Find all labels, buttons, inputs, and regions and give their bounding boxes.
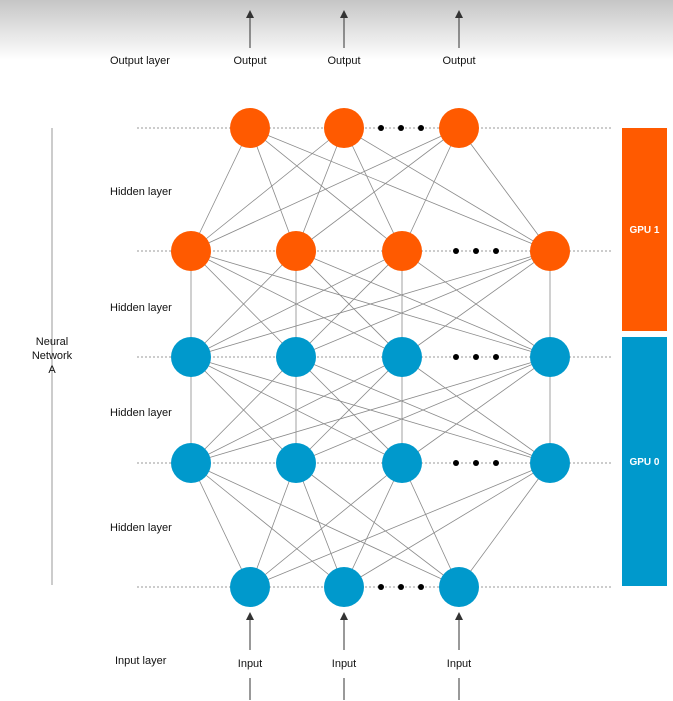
connection: [190, 250, 403, 358]
neuron-l2-n2: [276, 231, 316, 271]
connection: [190, 356, 403, 464]
connection: [190, 250, 551, 358]
ellipsis-dot-l5-2: [398, 584, 404, 590]
ellipsis-dot-l4-1: [453, 460, 459, 466]
neurons: [171, 108, 570, 607]
ellipsis-dot-l2-1: [453, 248, 459, 254]
connection: [401, 250, 551, 358]
neuron-l3-n1: [171, 337, 211, 377]
connection: [190, 127, 251, 252]
ellipsis-dots: [378, 125, 499, 590]
output-layer-label: Output layer: [110, 55, 170, 67]
connection: [343, 462, 551, 588]
ellipsis-dot-l1-3: [418, 125, 424, 131]
neuron-l3-n2: [276, 337, 316, 377]
connection: [343, 127, 403, 252]
neuron-l5-n2: [324, 567, 364, 607]
connection: [190, 462, 345, 588]
neuron-l2-n3: [382, 231, 422, 271]
neuron-l1-n3: [439, 108, 479, 148]
ellipsis-dot-l5-3: [418, 584, 424, 590]
ellipsis-dot-l1-2: [398, 125, 404, 131]
neuron-l2-n1: [171, 231, 211, 271]
neuron-l2-n4: [530, 231, 570, 271]
connection: [295, 127, 345, 252]
hidden-layer-label-4: Hidden layer: [110, 522, 172, 534]
ellipsis-dot-l2-2: [473, 248, 479, 254]
connection: [249, 462, 403, 588]
connection: [249, 127, 551, 252]
connection: [343, 462, 403, 588]
gpu0-label: GPU 0: [629, 457, 659, 468]
hidden-layer-label-2: Hidden layer: [110, 302, 172, 314]
connection: [343, 127, 551, 252]
gpu0-bar: [622, 337, 667, 586]
hidden-layer-label-1: Hidden layer: [110, 186, 172, 198]
output-label-1: Output: [233, 55, 266, 67]
connection: [401, 127, 460, 252]
connection: [295, 462, 460, 588]
input-label-3: Input: [447, 658, 471, 670]
connection: [249, 462, 551, 588]
neuron-l4-n2: [276, 443, 316, 483]
output-label-2: Output: [327, 55, 360, 67]
neuron-l5-n1: [230, 567, 270, 607]
connection: [295, 356, 551, 464]
connection: [190, 462, 460, 588]
neuron-l4-n3: [382, 443, 422, 483]
neuron-l3-n3: [382, 337, 422, 377]
network-label-line3: A: [48, 364, 56, 376]
neuron-l5-n3: [439, 567, 479, 607]
ellipsis-dot-l4-3: [493, 460, 499, 466]
neuron-l4-n4: [530, 443, 570, 483]
gpu1-bar: [622, 128, 667, 331]
connection: [190, 462, 251, 588]
input-label-1: Input: [238, 658, 262, 670]
ellipsis-dot-l1-1: [378, 125, 384, 131]
neuron-l3-n4: [530, 337, 570, 377]
ellipsis-dot-l3-2: [473, 354, 479, 360]
gpu1-label: GPU 1: [629, 225, 659, 236]
network-label-line2: Network: [32, 350, 73, 362]
connection: [295, 250, 403, 358]
network-label-line1: Neural: [36, 336, 68, 348]
neuron-l4-n1: [171, 443, 211, 483]
input-label-2: Input: [332, 658, 356, 670]
connection: [458, 462, 551, 588]
ellipsis-dot-l4-2: [473, 460, 479, 466]
connection: [190, 127, 460, 252]
connections: [190, 127, 551, 588]
neuron-l1-n2: [324, 108, 364, 148]
connection: [190, 250, 297, 358]
output-label-3: Output: [442, 55, 475, 67]
connection: [249, 462, 297, 588]
ellipsis-dot-l3-1: [453, 354, 459, 360]
neuron-l1-n1: [230, 108, 270, 148]
connection: [401, 462, 460, 588]
connection: [190, 356, 551, 464]
hidden-layer-label-3: Hidden layer: [110, 407, 172, 419]
ellipsis-dot-l2-3: [493, 248, 499, 254]
ellipsis-dot-l3-3: [493, 354, 499, 360]
io-arrows: [246, 10, 463, 700]
connection: [295, 356, 403, 464]
input-layer-label: Input layer: [115, 655, 167, 667]
ellipsis-dot-l5-1: [378, 584, 384, 590]
connection: [190, 127, 345, 252]
connection: [458, 127, 551, 252]
connection: [249, 127, 403, 252]
connection: [295, 462, 345, 588]
connection: [249, 127, 297, 252]
connection: [295, 250, 551, 358]
connection: [190, 356, 297, 464]
connection: [295, 127, 460, 252]
connection: [401, 356, 551, 464]
